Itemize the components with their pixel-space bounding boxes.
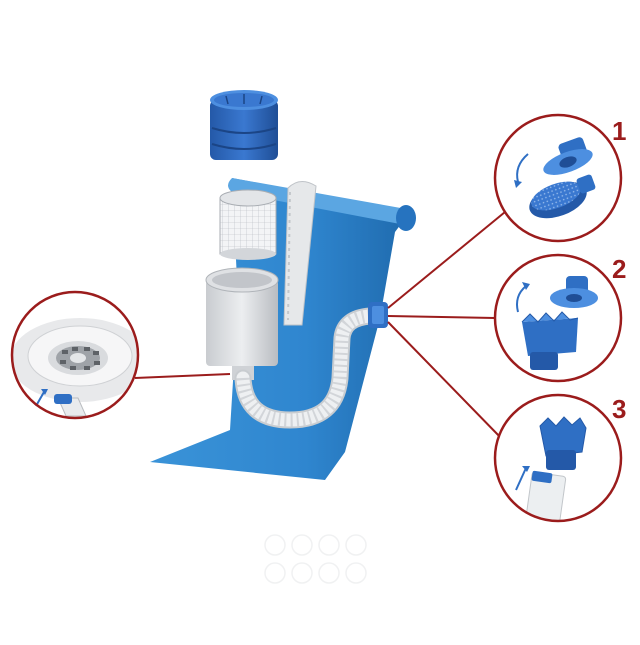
- watermark: [264, 534, 367, 584]
- pool-liner-icon: [150, 178, 416, 480]
- step-number-2: 2: [612, 254, 626, 284]
- strainer-cap-icon: [543, 137, 593, 175]
- strainer-connector-icon: [539, 416, 587, 470]
- insert-arrow-icon: [515, 466, 530, 491]
- insert-arrow-icon: [35, 389, 48, 407]
- skimmer-basket-icon: [219, 189, 277, 260]
- callout-lines: [134, 211, 506, 441]
- rotate-arrow-icon: [514, 153, 529, 188]
- step-number-3: 3: [612, 394, 626, 424]
- callout-skimmer-bottom: [10, 290, 140, 420]
- rotate-arrow-icon: [516, 282, 530, 313]
- skimmer-rail: [283, 181, 317, 326]
- filter-cartridge-icon: [210, 90, 278, 160]
- callout-step-3: [493, 393, 623, 523]
- step-number-1: 1: [612, 116, 626, 146]
- hose-icon: [234, 307, 379, 429]
- strainer-mesh-icon: [529, 174, 596, 219]
- callout-step-2: [493, 253, 623, 383]
- strainer-connector-icon: [521, 311, 579, 370]
- skimmer-housing-icon: [205, 267, 279, 380]
- callout-step-1: [493, 113, 623, 243]
- strainer-cap-icon: [550, 276, 598, 308]
- strainer-connector-icon: [368, 302, 388, 328]
